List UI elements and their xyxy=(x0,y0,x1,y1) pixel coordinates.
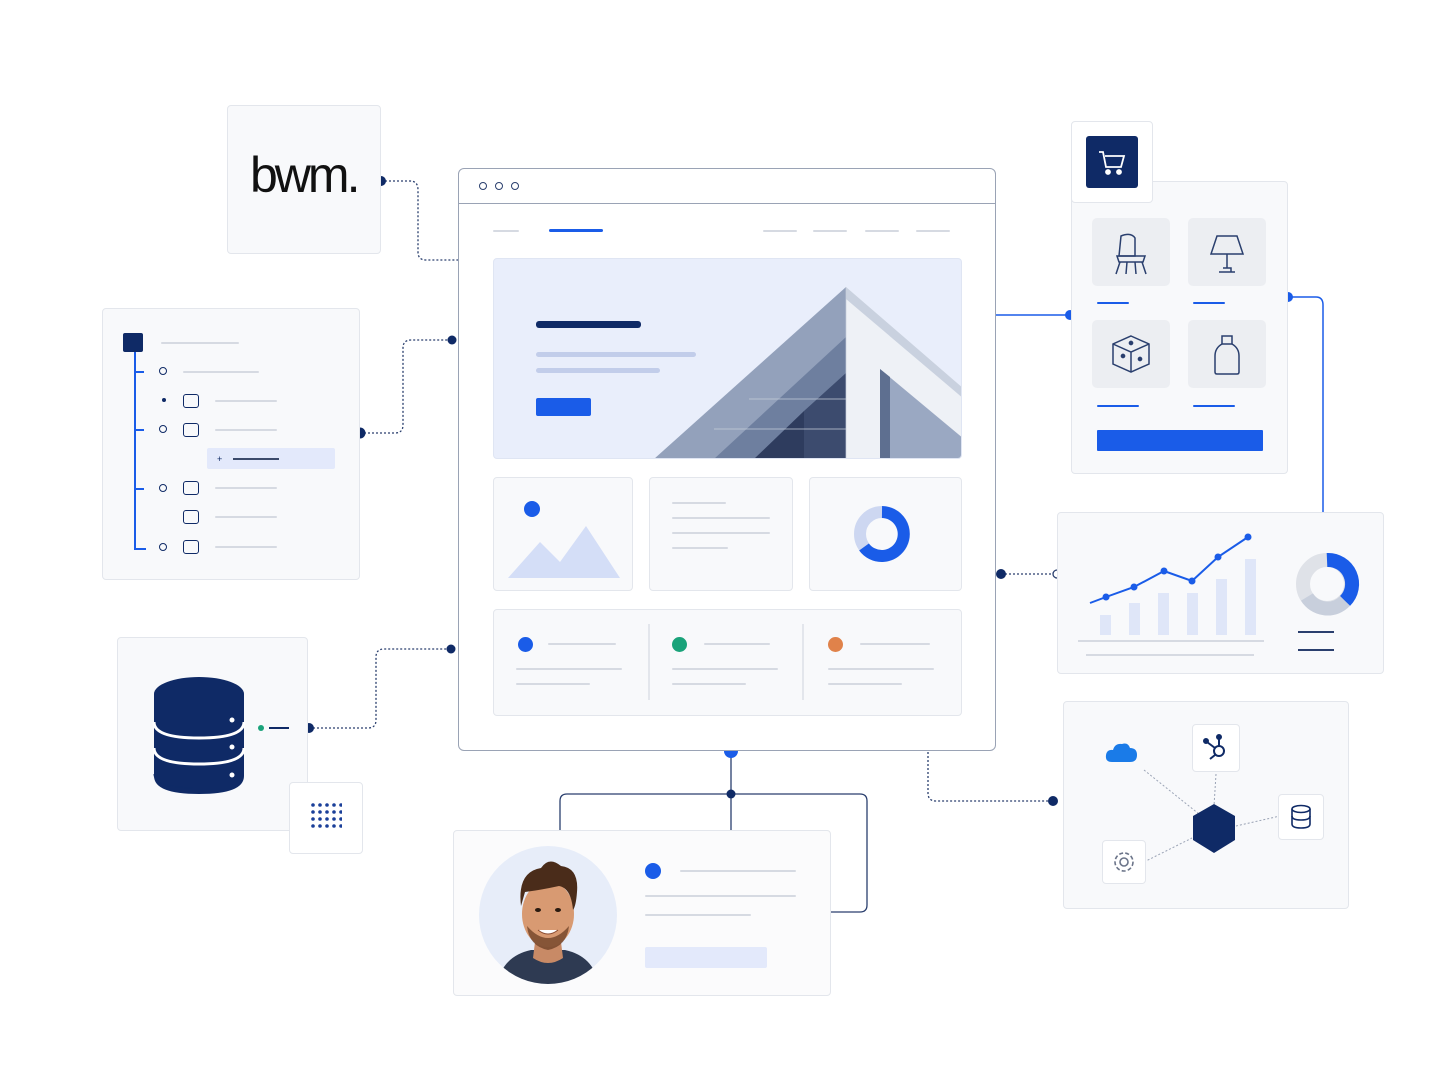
mountain-image-icon xyxy=(508,501,620,578)
product-tile[interactable] xyxy=(1092,320,1170,388)
status-dot-orange xyxy=(828,637,843,652)
donut-chart-icon xyxy=(854,506,910,562)
integration-links xyxy=(1143,769,1281,863)
donut-card[interactable] xyxy=(809,477,962,591)
database-icon xyxy=(1291,804,1311,829)
tree-selected-row[interactable]: + xyxy=(207,448,335,469)
database-tile[interactable] xyxy=(1278,794,1324,840)
status-dot-teal xyxy=(672,637,687,652)
folder-icon xyxy=(183,510,199,524)
wire-logo xyxy=(381,180,460,261)
wire-tree xyxy=(360,339,452,434)
add-to-cart-button[interactable] xyxy=(1097,430,1263,451)
cart-card xyxy=(1071,121,1153,203)
integrations-card xyxy=(1063,701,1349,909)
text-card[interactable] xyxy=(649,477,793,591)
grid-dots-icon xyxy=(311,803,342,828)
folder-icon xyxy=(183,481,199,495)
status-list xyxy=(493,609,962,716)
browser-window xyxy=(458,168,996,751)
shopping-cart-icon xyxy=(1099,151,1126,175)
nav-item[interactable] xyxy=(865,230,899,232)
product-tile[interactable] xyxy=(1092,218,1170,286)
bottle-icon xyxy=(1214,335,1240,375)
image-card[interactable] xyxy=(493,477,633,591)
line-chart xyxy=(1078,533,1264,656)
wire-integrations xyxy=(927,752,1053,802)
window-dot[interactable] xyxy=(511,182,519,190)
logo-text: bwm. xyxy=(250,147,360,203)
building-image xyxy=(655,287,961,458)
window-dot[interactable] xyxy=(479,182,487,190)
donut-chart-icon xyxy=(1296,553,1360,616)
wire-database xyxy=(309,648,451,729)
profile-card xyxy=(453,830,831,996)
hexagon-icon xyxy=(1193,804,1235,853)
folder-icon xyxy=(183,540,199,554)
wire-profile xyxy=(559,793,868,913)
analytics-card xyxy=(1057,512,1384,674)
avatar[interactable] xyxy=(479,846,617,984)
lamp-icon xyxy=(1209,235,1245,273)
box-icon xyxy=(1112,335,1150,373)
product-tile[interactable] xyxy=(1188,320,1266,388)
hub-icon xyxy=(1203,734,1225,760)
shop-card xyxy=(1071,181,1288,474)
product-tile[interactable] xyxy=(1188,218,1266,286)
tree-root-square xyxy=(123,333,143,352)
grid-card xyxy=(289,782,363,854)
chair-icon xyxy=(1115,233,1147,275)
nav-item[interactable] xyxy=(763,230,797,232)
cart-button[interactable] xyxy=(1086,136,1138,188)
folder-icon xyxy=(183,394,199,408)
database-card xyxy=(117,637,308,831)
nav-item[interactable] xyxy=(493,230,519,232)
folder-icon xyxy=(183,423,199,437)
nav-item[interactable] xyxy=(916,230,950,232)
status-dot-blue xyxy=(518,637,533,652)
database-icon xyxy=(152,677,246,794)
nav-item-active[interactable] xyxy=(549,229,603,232)
nav-item[interactable] xyxy=(813,230,847,232)
hub-tile[interactable] xyxy=(1192,724,1240,772)
logo-card: bwm. xyxy=(227,105,381,254)
browser-titlebar xyxy=(459,169,995,204)
hero-banner xyxy=(493,258,962,459)
gear-icon xyxy=(1114,852,1134,872)
window-dot[interactable] xyxy=(495,182,503,190)
wire-shop-analytics xyxy=(1288,296,1324,512)
tree-card: + xyxy=(102,308,360,580)
tree-trunk xyxy=(134,352,136,548)
hero-button[interactable] xyxy=(536,398,591,416)
profile-action-button[interactable] xyxy=(645,947,767,968)
settings-tile[interactable] xyxy=(1102,840,1146,884)
cloud-icon xyxy=(1105,743,1137,762)
